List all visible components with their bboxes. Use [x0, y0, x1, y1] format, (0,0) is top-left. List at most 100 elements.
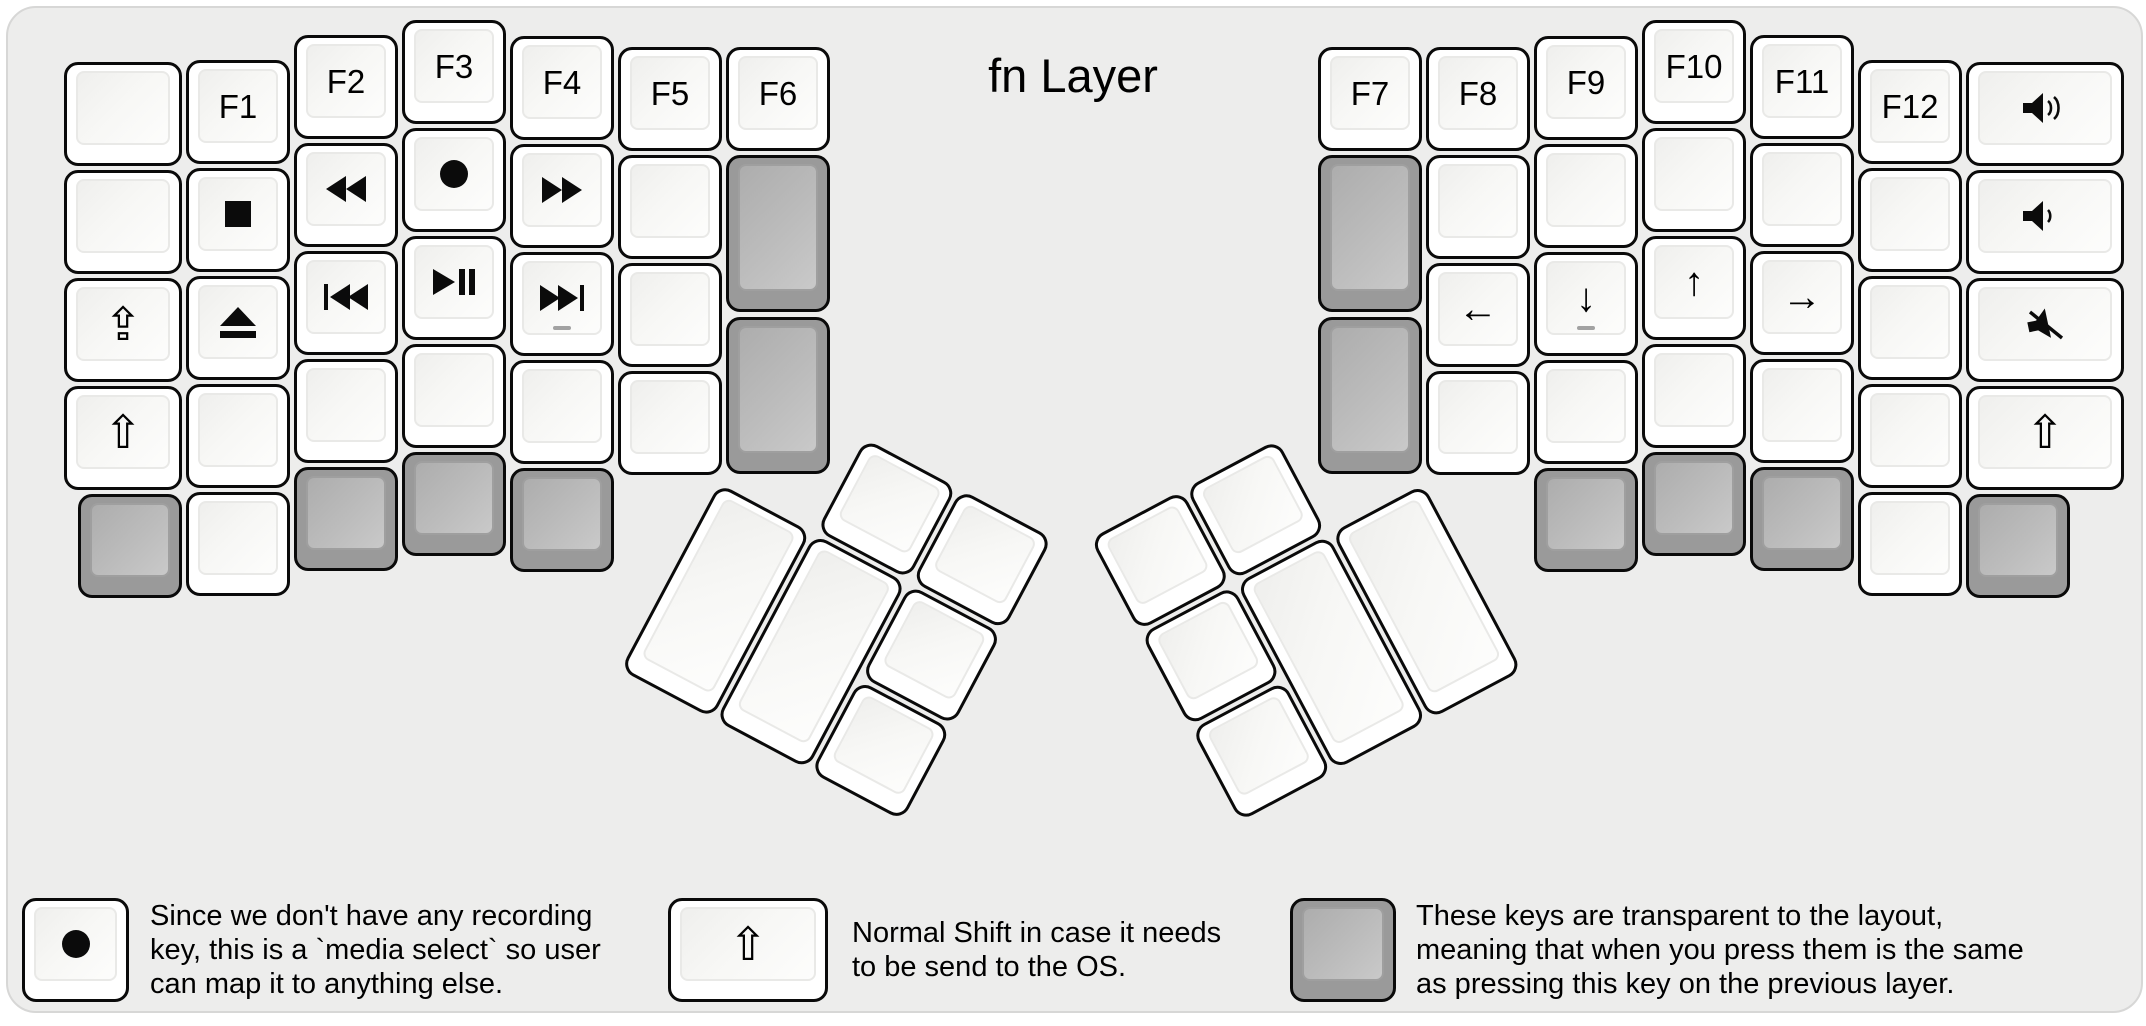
keycap-surface — [1438, 380, 1518, 454]
key-transparent — [402, 452, 506, 556]
keycap-surface — [76, 71, 170, 145]
keycap-surface — [1654, 353, 1734, 427]
key-legend — [297, 146, 395, 232]
key-f1: F1 — [186, 60, 290, 164]
key-legend — [405, 131, 503, 217]
key-legend — [25, 901, 126, 987]
record-icon — [61, 929, 91, 959]
legend-shift-key: ⇧ — [668, 898, 828, 1002]
key-arrow-down: ↓ — [1534, 252, 1638, 356]
key-play-pause — [402, 236, 506, 340]
key-fast-forward — [510, 144, 614, 248]
key-legend: F2 — [326, 62, 366, 100]
key-mute — [1966, 278, 2124, 382]
key-blank — [618, 155, 722, 259]
key-transparent — [1534, 468, 1638, 572]
mute-icon — [2024, 307, 2066, 341]
key-legend — [189, 279, 287, 365]
key-blank — [1534, 360, 1638, 464]
arrow-down-icon: ↓ — [1576, 276, 1596, 320]
key-legend — [297, 254, 395, 340]
legend-record-key — [22, 898, 129, 1002]
key-f6: F6 — [726, 47, 830, 151]
key-legend: ↓ — [1537, 255, 1635, 341]
keycap-surface — [1762, 368, 1842, 442]
key-f11: F11 — [1750, 35, 1854, 139]
keycap-surface — [1870, 285, 1950, 359]
keycap-surface — [1762, 476, 1842, 550]
key-prev-track — [294, 251, 398, 355]
keycap-surface — [630, 164, 710, 238]
key-arrow-right: → — [1750, 251, 1854, 355]
key-blank — [1426, 371, 1530, 475]
key-legend: ⇧ — [1969, 389, 2121, 475]
key-legend: F10 — [1665, 47, 1723, 85]
key-legend: ↑ — [1645, 239, 1743, 325]
key-transparent — [1318, 317, 1422, 474]
keycap-surface — [1762, 44, 1842, 118]
legend-text-line: meaning that when you press them is the … — [1416, 934, 2024, 966]
keycap-surface — [1155, 599, 1261, 703]
keycap-surface — [680, 907, 816, 981]
key-legend: F6 — [758, 74, 798, 112]
key-blank — [1642, 344, 1746, 448]
key-transparent — [1318, 155, 1422, 312]
key-legend: ⇪ — [67, 281, 179, 367]
homing-bar — [1577, 326, 1595, 330]
key-arrow-up: ↑ — [1642, 236, 1746, 340]
legend-text-line: to be send to the OS. — [852, 951, 1127, 983]
keycap-surface — [1546, 477, 1626, 551]
shift-icon: ⇧ — [103, 406, 143, 458]
key-f4: F4 — [510, 36, 614, 140]
keycap-surface — [830, 693, 937, 797]
legend-text-line: These keys are transparent to the layout… — [1416, 900, 1944, 932]
keycap-surface — [522, 45, 602, 119]
key-blank — [618, 263, 722, 367]
key-blank — [1750, 143, 1854, 247]
key-blank — [1858, 492, 1962, 596]
keycap-surface — [1870, 177, 1950, 251]
keycap-surface — [1654, 137, 1734, 211]
keycap-surface — [306, 260, 386, 334]
keycap-surface — [1978, 71, 2112, 145]
arrow-up-icon: ↑ — [1684, 260, 1704, 304]
keycap-surface — [198, 501, 278, 575]
key-record — [402, 128, 506, 232]
keycap-surface — [1546, 261, 1626, 335]
key-f5: F5 — [618, 47, 722, 151]
key-f3: F3 — [402, 20, 506, 124]
legend-transparent-note: These keys are transparent to the layout… — [1416, 899, 2024, 1001]
keycap-surface — [630, 56, 710, 130]
keycap-surface — [198, 69, 278, 143]
key-transparent — [510, 468, 614, 572]
keycap-surface — [738, 164, 818, 291]
next-track-icon — [538, 284, 586, 312]
key-blank — [294, 359, 398, 463]
keycap-surface — [76, 287, 170, 361]
key-legend: F8 — [1458, 74, 1498, 112]
key-blank — [186, 384, 290, 488]
key-legend: F9 — [1566, 63, 1606, 101]
key-blank — [618, 371, 722, 475]
keycap-surface — [1978, 503, 2058, 577]
key-legend: F3 — [434, 47, 474, 85]
rewind-icon — [324, 175, 368, 203]
keycap-surface — [1438, 56, 1518, 130]
key-legend: ← — [1429, 266, 1527, 352]
keycap-surface — [881, 598, 988, 702]
key-blank — [64, 62, 182, 166]
key-volume-down — [1966, 170, 2124, 274]
key-legend — [1969, 65, 2121, 151]
shift-icon: ⇧ — [2025, 406, 2065, 458]
key-transparent — [78, 494, 182, 598]
keycap-surface — [1870, 501, 1950, 575]
prev-track-icon — [322, 283, 370, 311]
key-blank — [64, 170, 182, 274]
key-eject — [186, 276, 290, 380]
legend-text-line: can map it to anything else. — [150, 968, 504, 1000]
key-legend: F5 — [650, 74, 690, 112]
keycap-surface — [198, 177, 278, 251]
keycap-surface — [76, 395, 170, 469]
key-f7: F7 — [1318, 47, 1422, 151]
